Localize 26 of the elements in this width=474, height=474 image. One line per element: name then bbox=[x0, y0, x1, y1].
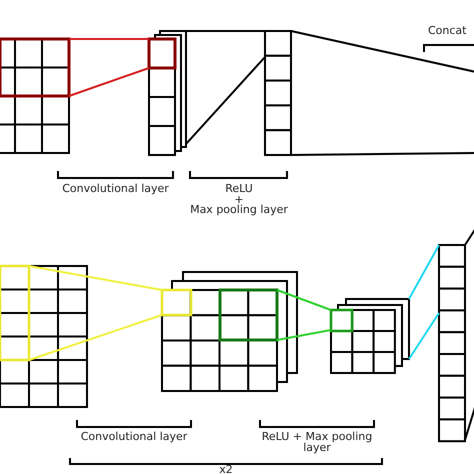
layer-label: ReLU + Max pooling layer bbox=[189, 184, 289, 216]
vector-column bbox=[438, 244, 466, 442]
layer-label: ReLU + Max pooling layer bbox=[260, 432, 374, 453]
repeat-label: x2 bbox=[218, 465, 234, 474]
pooled-map-stack bbox=[330, 298, 410, 374]
projection-line bbox=[185, 56, 266, 145]
projection-line bbox=[408, 312, 440, 360]
input-grid bbox=[0, 38, 70, 154]
projection-line bbox=[276, 329, 332, 341]
projection-line bbox=[290, 152, 474, 156]
feature-map-stack bbox=[148, 30, 187, 156]
feature-map-stack bbox=[160, 271, 298, 392]
layer-label: Convolutional layer bbox=[61, 184, 170, 194]
input-grid bbox=[0, 264, 88, 408]
projection-line bbox=[276, 289, 332, 311]
projection-line bbox=[464, 227, 474, 246]
projection-line bbox=[408, 244, 440, 300]
projection-line bbox=[290, 30, 474, 73]
projection-line bbox=[186, 30, 265, 32]
projection-line bbox=[28, 314, 162, 361]
projection-line bbox=[69, 38, 149, 40]
layer-label: Concat bbox=[428, 26, 468, 36]
pooled-column bbox=[264, 30, 292, 156]
projection-line bbox=[68, 67, 150, 97]
projection-line bbox=[28, 265, 162, 291]
layer-label: Convolutional layer bbox=[80, 432, 188, 442]
